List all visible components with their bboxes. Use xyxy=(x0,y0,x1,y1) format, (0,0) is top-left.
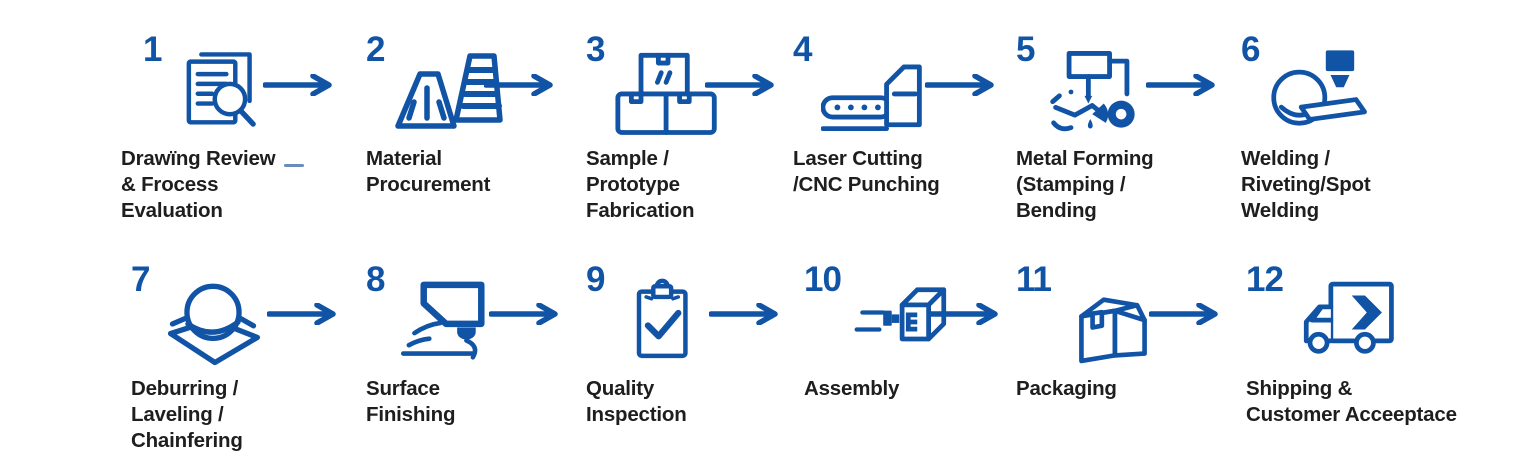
step-1: 1 Drawïng Review & Frocess Evaluation xyxy=(121,28,381,224)
spray-finishing-icon xyxy=(394,274,498,369)
flow-arrow-icon xyxy=(929,303,1009,325)
step-11-head: 11 xyxy=(1016,258,1276,376)
step-number: 2 xyxy=(366,30,385,69)
step-5-head: 5 xyxy=(1016,28,1276,146)
step-8: 8 Surface Finishing xyxy=(366,258,626,428)
flow-arrow-icon xyxy=(709,303,789,325)
step-label: Assembly xyxy=(804,377,900,400)
step-number: 1 xyxy=(143,30,162,69)
stamping-press-icon xyxy=(1044,44,1152,139)
punching-machine-icon xyxy=(821,44,929,139)
step-number: 4 xyxy=(793,30,812,69)
step-1-head: 1 xyxy=(121,28,381,146)
step-4: 4 Laser Cutting /CNC Punching xyxy=(793,28,1053,198)
document-search-icon xyxy=(171,44,271,139)
inspection-clipboard-icon xyxy=(614,274,714,369)
step-label: Laser Cutting /CNC Punching xyxy=(793,147,940,196)
step-label: Metal Forming (Stamping / Bending xyxy=(1016,147,1154,222)
step-number: 11 xyxy=(1016,260,1052,299)
step-label: Shipping & Customer Acceeptace xyxy=(1246,377,1457,426)
step-label: Surface Finishing xyxy=(366,377,456,426)
flow-arrow-icon xyxy=(1149,303,1229,325)
step-number: 10 xyxy=(804,260,842,299)
step-number: 6 xyxy=(1241,30,1260,69)
step-12-head: 12 xyxy=(1246,258,1506,376)
step-3: 3 Sample / Prototype Fabrication xyxy=(586,28,846,224)
material-trapezoids-icon xyxy=(394,44,506,139)
step-4-head: 4 xyxy=(793,28,1053,146)
step-label: Welding / Riveting/Spot Welding xyxy=(1241,147,1371,222)
step-8-head: 8 xyxy=(366,258,626,376)
delivery-truck-icon xyxy=(1293,274,1399,369)
step-label: Material Procurement xyxy=(366,147,491,196)
step-2: 2 Material Procurement xyxy=(366,28,626,198)
step-number: 9 xyxy=(586,260,605,299)
step-number: 5 xyxy=(1016,30,1035,69)
step-11: 11 Packaging xyxy=(1016,258,1276,402)
step-12: 12 Shipping & Customer Acceeptace xyxy=(1246,258,1506,428)
step-label: Packaging xyxy=(1016,377,1117,400)
step-7: 7 Deburring / Laveling / Chainfering xyxy=(131,258,391,454)
step-6-head: 6 xyxy=(1241,28,1501,146)
step-label: Drawïng Review & Frocess Evaluation xyxy=(121,147,276,222)
step-label: Sample / Prototype Fabrication xyxy=(586,147,695,222)
step-7-head: 7 xyxy=(131,258,391,376)
assembly-cube-icon xyxy=(851,274,957,369)
step-10-head: 10 xyxy=(804,258,1064,376)
step-number: 7 xyxy=(131,260,150,299)
welding-torch-icon xyxy=(1269,44,1375,139)
packaging-box-icon xyxy=(1061,274,1165,369)
flow-arrow-icon xyxy=(263,74,343,96)
step-number: 8 xyxy=(366,260,385,299)
step-9-head: 9 xyxy=(586,258,846,376)
step-label: Quality Inspection xyxy=(586,377,687,426)
step-6: 6 Welding / Riveting/Spot Welding xyxy=(1241,28,1501,224)
flow-arrow-icon xyxy=(925,74,1005,96)
review-w-underline xyxy=(284,164,304,167)
step-9: 9 Quality Inspection xyxy=(586,258,846,428)
deburring-wheel-icon xyxy=(159,274,267,369)
step-3-head: 3 xyxy=(586,28,846,146)
step-label: Deburring / Laveling / Chainfering xyxy=(131,377,243,452)
flow-arrow-icon xyxy=(267,303,347,325)
flow-arrow-icon xyxy=(705,74,785,96)
flow-arrow-icon xyxy=(484,74,564,96)
step-number: 3 xyxy=(586,30,605,69)
flow-arrow-icon xyxy=(1146,74,1226,96)
step-2-head: 2 xyxy=(366,28,626,146)
step-10: 10 Assembly xyxy=(804,258,1064,402)
flow-arrow-icon xyxy=(489,303,569,325)
stacked-boxes-icon xyxy=(614,44,722,139)
step-number: 12 xyxy=(1246,260,1284,299)
step-5: 5 Metal Forming (Stamping / xyxy=(1016,28,1276,224)
